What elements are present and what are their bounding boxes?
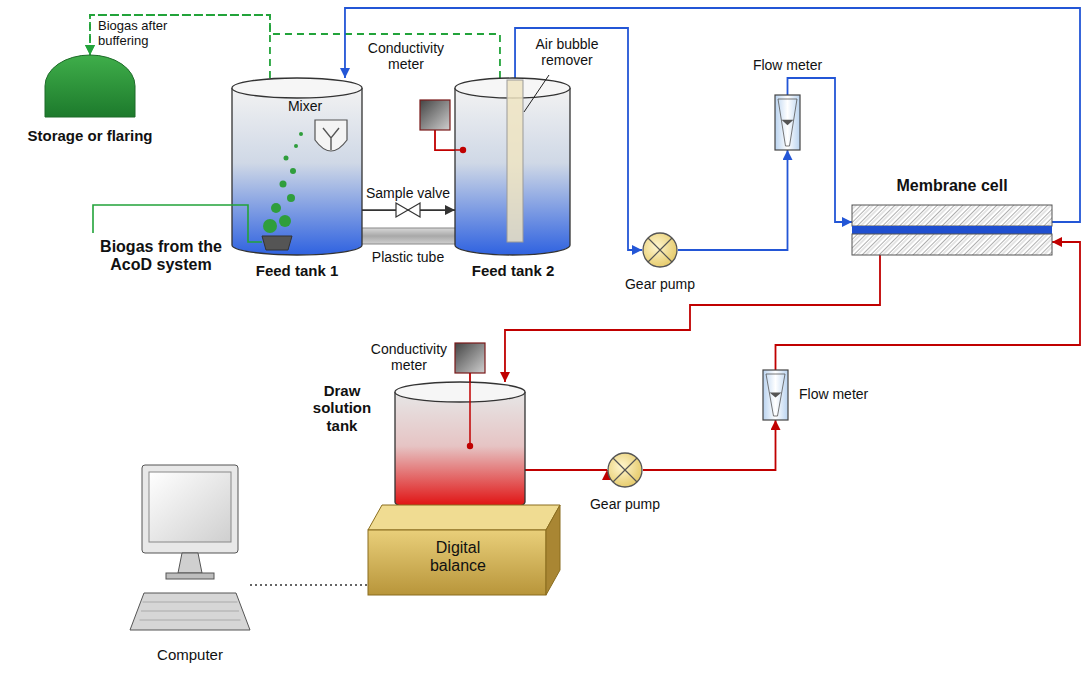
node-label: Conductivity meter: [368, 341, 450, 373]
draw-solution-tank: Draw solution tank: [395, 382, 525, 512]
node-outline: [607, 452, 643, 488]
flow-shape: [763, 370, 788, 420]
membrane-shape: [852, 205, 1052, 255]
node-label: Feed tank 2: [438, 262, 588, 279]
pump-shape: [643, 233, 677, 267]
pipe-connector: [525, 469, 607, 471]
node-outline: [763, 370, 788, 420]
node-outline: [130, 465, 250, 640]
digital-balance: Digital balance: [368, 505, 560, 595]
storage-dome: Storage or flaring: [45, 55, 135, 117]
node-outline: [395, 382, 525, 512]
air-bubble-remover-tube: [507, 80, 523, 242]
feed-tank: MixerFeed tank 1: [232, 78, 362, 255]
pipe-connector: [505, 255, 880, 382]
pipe-connector: [776, 242, 1081, 370]
node-outline: [45, 55, 135, 117]
flow-shape: [775, 95, 800, 150]
computer-icon: Computer: [130, 465, 250, 640]
cylBlue-shape: [232, 78, 362, 255]
node-label: Flow meter: [799, 386, 894, 402]
plastic-tube: [358, 228, 458, 244]
feed-tank: Feed tank 2: [455, 78, 570, 255]
pipe-connector: [678, 150, 788, 250]
membrane-cell: Membrane cell: [852, 205, 1052, 255]
node-label: Feed tank 1: [222, 262, 372, 279]
dashed-connector: [90, 15, 500, 78]
connector-label: Sample valve: [360, 185, 456, 201]
gear-pump: Gear pump: [607, 452, 643, 488]
pipe-connector: [435, 130, 455, 150]
meter-shape: [420, 100, 450, 130]
inlet-label: Biogas from the AcoD system: [86, 238, 236, 275]
gas-bubbles: [263, 132, 303, 233]
sample-valve-symbol: [396, 203, 420, 217]
meter-shape: [455, 343, 485, 373]
inner-label: Digital balance: [408, 539, 508, 576]
node-label: Membrane cell: [852, 177, 1052, 195]
gas-diffuser: [262, 236, 292, 250]
gear-pump: Gear pump: [642, 232, 678, 268]
node-outline: [775, 95, 800, 150]
node-label: Storage or flaring: [5, 127, 175, 144]
pipe-connector: [362, 209, 455, 211]
pipe-connector: [643, 420, 776, 470]
flow-meter: Flow meter: [763, 370, 788, 420]
balance-shape: [368, 505, 560, 595]
part-label: Air bubble remover: [528, 36, 606, 68]
node-label: Computer: [130, 646, 250, 663]
inner-label: Mixer: [280, 98, 330, 114]
pipe-connector: [469, 373, 471, 382]
node-outline: [455, 78, 570, 255]
node-outline: [852, 205, 1052, 255]
flow-meter: Flow meter: [775, 95, 800, 150]
dashed-connector: [250, 584, 368, 586]
cylBlue-shape: [455, 78, 570, 255]
node-label: Draw solution tank: [298, 382, 386, 434]
node-label: Flow meter: [730, 57, 845, 73]
mixer-symbol: [315, 120, 347, 151]
part-label: Plastic tube: [358, 249, 458, 265]
node-outline: [420, 100, 450, 130]
cylRed-shape: [395, 382, 525, 512]
node-label: Gear pump: [575, 496, 675, 512]
node-label: Gear pump: [610, 276, 710, 292]
dome-shape: [45, 55, 135, 117]
node-outline: [455, 343, 485, 373]
conductivity-probe: [455, 147, 473, 449]
conductivity-meter: Conductivity meter: [420, 100, 450, 130]
node-outline: [642, 232, 678, 268]
leader-line: [524, 75, 549, 112]
computer-shape: [130, 465, 250, 630]
node-label: Conductivity meter: [365, 40, 447, 72]
conductivity-meter: Conductivity meter: [455, 343, 485, 373]
connector-label: Biogas after buffering: [98, 19, 190, 49]
pump-shape: [608, 453, 642, 487]
biogas-inlet-line: [93, 205, 262, 242]
